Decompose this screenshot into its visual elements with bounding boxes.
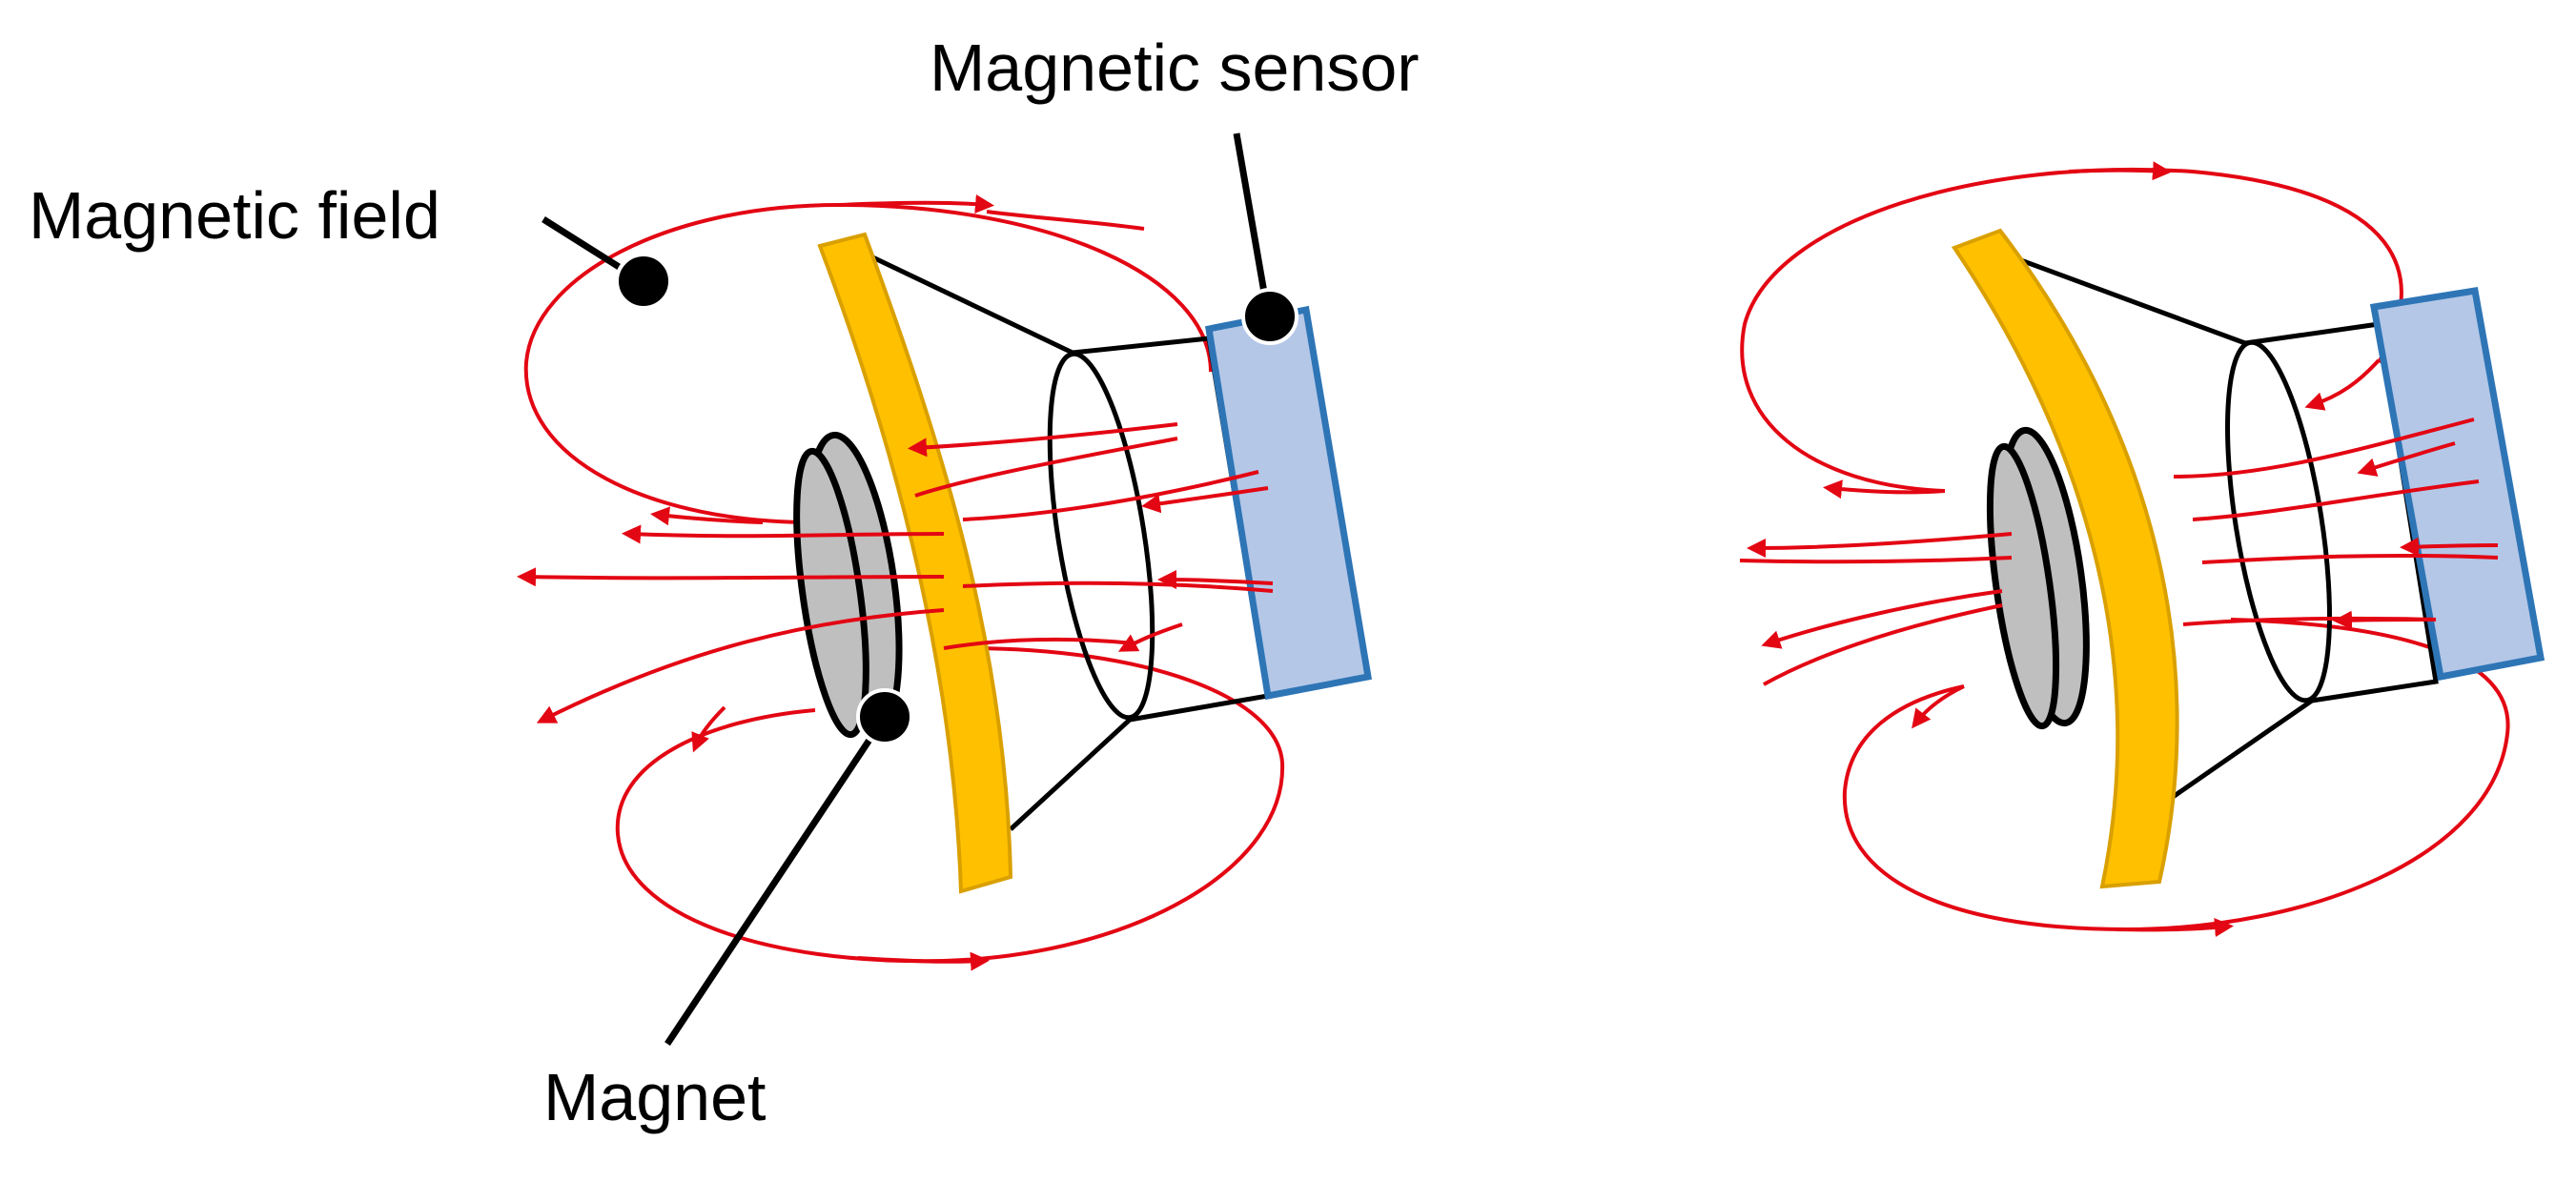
magnet-label: Magnet [543, 1060, 766, 1134]
magnet-callout [664, 688, 913, 1046]
right-diaphragm [1951, 228, 2179, 889]
right-field-lines [1739, 161, 2499, 937]
left-diaphragm [817, 232, 1013, 894]
right-lower-field-loop [1842, 618, 2510, 932]
field-callout [542, 216, 672, 310]
left-magnet [793, 431, 903, 739]
right-magnet [1986, 426, 2090, 730]
magnetic-field-label: Magnetic field [29, 178, 440, 253]
left-panel: Magnetic sensor Magnetic field Magnet [29, 31, 1420, 1134]
right-upper-field-loop [1740, 167, 2403, 493]
right-panel [1739, 161, 2545, 937]
sensor-callout [1233, 132, 1298, 345]
left-magnetic-sensor-plate [1205, 305, 1373, 701]
left-upper-field-loop [523, 202, 1213, 525]
left-callouts [542, 132, 1298, 1046]
right-field-loops-back [1740, 167, 2510, 932]
left-field-lines [517, 194, 1274, 971]
magnetic-sensor-label: Magnetic sensor [930, 31, 1420, 105]
